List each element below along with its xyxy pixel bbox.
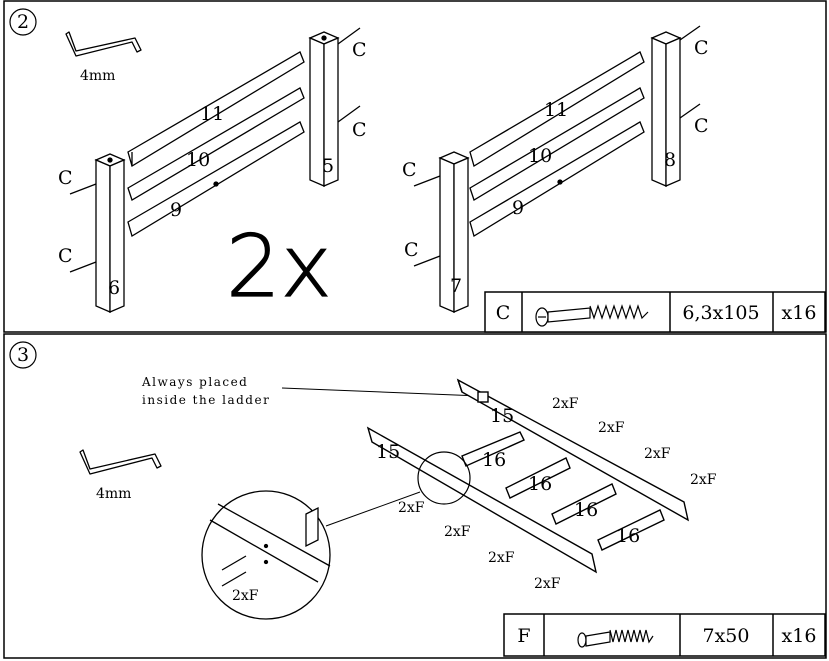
screw-c-5: [413, 175, 441, 187]
ladder-rail-15-front: [366, 426, 598, 574]
part-number-16: 16: [482, 449, 506, 471]
part-number-15: 15: [376, 441, 400, 463]
part-number-10: 10: [528, 145, 552, 167]
part-number-16: 16: [574, 499, 598, 521]
hardware-letter-f: F: [517, 625, 530, 647]
hardware-size-f: 7x50: [703, 625, 750, 647]
screw-c-3: [337, 27, 361, 45]
screw-callout-2xf: 2xF: [488, 550, 515, 566]
screw-callout-2xf: 2xF: [644, 446, 671, 462]
part-number-16: 16: [616, 525, 640, 547]
post-5: [308, 31, 340, 187]
step-2-panel: [3, 0, 827, 333]
rung-16: [551, 483, 617, 525]
part-number-6: 6: [108, 277, 120, 299]
step-2-number-badge: 2: [9, 8, 37, 36]
note-leader-line: [281, 387, 481, 397]
screw-label-c: C: [58, 245, 73, 267]
part-number-11: 11: [544, 99, 568, 121]
allen-key-icon: [65, 31, 142, 57]
allen-key-icon: [79, 449, 162, 475]
step-2-tool-size: 4mm: [80, 68, 115, 84]
screw-label-c: C: [694, 37, 709, 59]
screw-c-7: [679, 25, 701, 41]
rung-16: [505, 457, 571, 499]
post-8: [650, 31, 682, 187]
hardware-table-f: F 7x50 x16: [503, 613, 826, 657]
dowel-screw-icon: [577, 629, 654, 648]
screw-label-c: C: [694, 115, 709, 137]
part-number-9: 9: [170, 199, 182, 221]
step-3-panel: [3, 333, 827, 659]
screw-c-6: [413, 255, 441, 267]
step-2-number: 2: [17, 11, 29, 33]
part-number-7: 7: [450, 275, 462, 297]
rail-11: [469, 51, 645, 168]
hardware-qty-f: x16: [782, 625, 817, 647]
left-side-assembly: [69, 27, 361, 313]
screw-c-1: [69, 183, 97, 195]
part-number-10: 10: [186, 149, 210, 171]
screw-label-c: C: [352, 39, 367, 61]
detail-highlight-circle: [417, 451, 471, 505]
screw-callouts: 2xF 2xF 2xF 2xF 2xF 2xF 2xF 2xF: [398, 396, 717, 592]
step-3-number-badge: 3: [9, 341, 37, 369]
screw-callout-2xf: 2xF: [598, 420, 625, 436]
part-number-5: 5: [322, 155, 334, 177]
screw-callout-2xf: 2xF: [534, 576, 561, 592]
part-number-15: 15: [490, 405, 514, 427]
part-number-16: 16: [528, 473, 552, 495]
post-6: [94, 153, 126, 313]
step-3-number: 3: [17, 344, 29, 366]
screw-c-8: [679, 103, 701, 119]
part-number-8: 8: [664, 149, 676, 171]
screw-callout-2xf: 2xF: [690, 472, 717, 488]
rung-16: [597, 509, 665, 551]
step-3-tool-size: 4mm: [96, 486, 131, 502]
detail-zoom-view: [201, 490, 331, 620]
screw-callout-2xf: 2xF: [552, 396, 579, 412]
placement-note-line-1: Always placed: [141, 375, 248, 389]
part-number-11: 11: [200, 103, 224, 125]
hardware-table-c: C 6,3x105 x16: [484, 291, 826, 333]
screw-label-c: C: [352, 119, 367, 141]
screw-c-2: [69, 261, 97, 273]
hardware-qty-c: x16: [782, 302, 817, 324]
right-side-assembly: [413, 25, 701, 313]
ladder-frame: [366, 378, 690, 574]
hardware-letter-c: C: [496, 302, 511, 324]
screw-label-c: C: [404, 239, 419, 261]
hardware-size-c: 6,3x105: [682, 302, 759, 324]
screw-label-c: C: [402, 159, 417, 181]
detail-leader-line: [325, 491, 421, 527]
screw-callout-2xf: 2xF: [444, 524, 471, 540]
placement-note-line-2: inside the ladder: [142, 393, 270, 407]
rail-10: [469, 87, 645, 201]
rail-9: [469, 121, 645, 238]
inside-marker: [477, 391, 489, 403]
screw-label-c: C: [58, 167, 73, 189]
wood-screw-icon: [535, 304, 649, 327]
rail-11: [127, 51, 305, 167]
screw-callout-2xf: 2xF: [398, 500, 425, 516]
rail-9: [127, 121, 305, 237]
detail-callout-2xf: 2xF: [232, 588, 259, 604]
screw-c-4: [337, 105, 361, 123]
rail-10: [127, 87, 305, 201]
quantity-multiplier: 2x: [226, 217, 332, 317]
part-number-9: 9: [512, 197, 524, 219]
